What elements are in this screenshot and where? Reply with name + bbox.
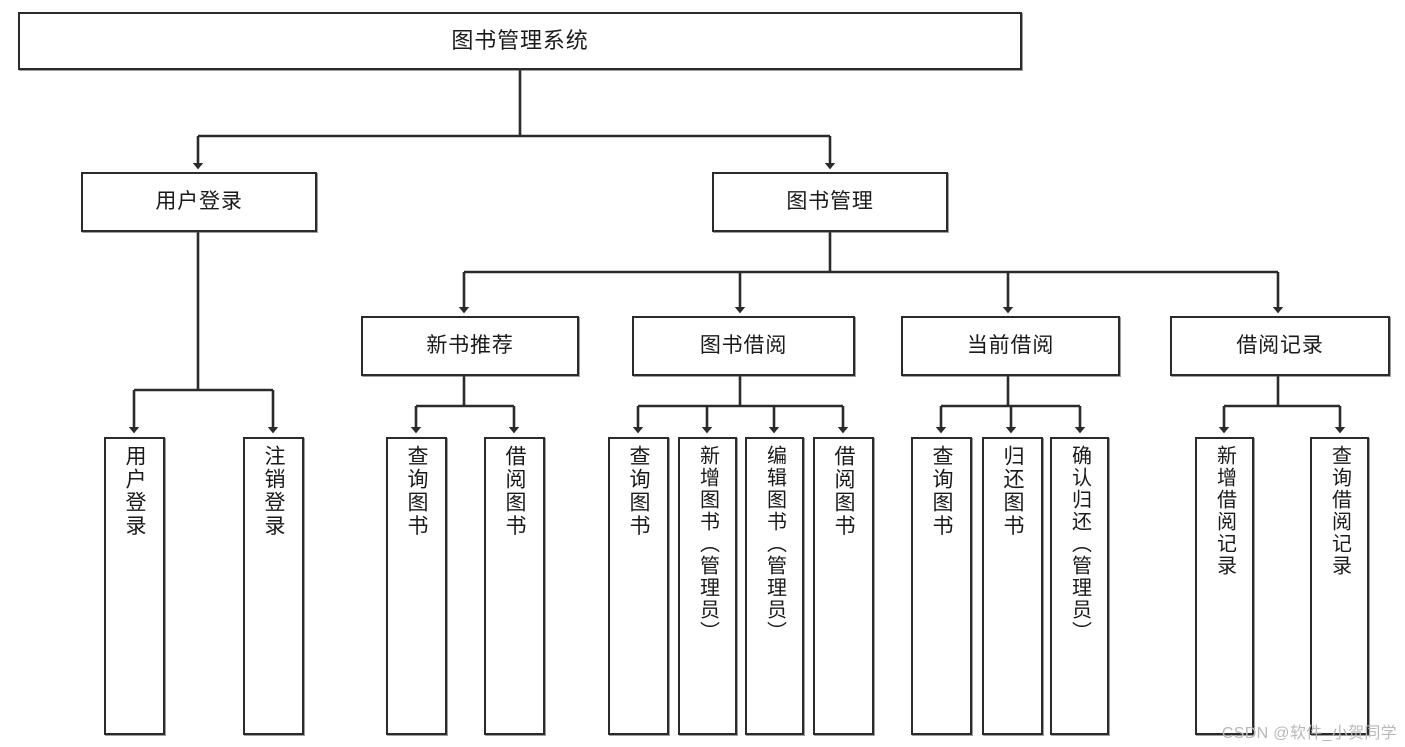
node-book-borrow-label: 图书借阅: [699, 334, 788, 358]
node-root-system[interactable]: 图书管理系统: [18, 12, 1022, 70]
node-current-borrow[interactable]: 当前借阅: [901, 316, 1120, 376]
watermark-text: CSDN @软件_小贺同学: [1221, 725, 1397, 742]
node-user-login-label: 用户登录: [155, 190, 243, 214]
leaf-new-book-borrow-label: 借阅图书: [503, 445, 526, 538]
leaf-borrow-record-query-label: 查询借阅记录: [1328, 445, 1351, 577]
leaf-book-borrow-borrow[interactable]: 借阅图书: [813, 437, 874, 735]
node-new-book-recommend[interactable]: 新书推荐: [361, 316, 579, 376]
leaf-new-book-query-label: 查询图书: [405, 445, 428, 538]
leaf-borrow-record-query[interactable]: 查询借阅记录: [1310, 437, 1369, 735]
node-borrow-record[interactable]: 借阅记录: [1170, 316, 1390, 376]
leaf-book-borrow-add-label: 新增图书（管理员）: [696, 445, 719, 643]
node-user-login[interactable]: 用户登录: [81, 172, 317, 232]
leaf-book-borrow-edit[interactable]: 编辑图书（管理员）: [745, 437, 804, 735]
leaf-new-book-borrow[interactable]: 借阅图书: [484, 437, 545, 735]
leaf-new-book-query[interactable]: 查询图书: [386, 437, 447, 735]
leaf-current-borrow-confirm[interactable]: 确认归还（管理员）: [1050, 437, 1109, 735]
leaf-book-borrow-query[interactable]: 查询图书: [608, 437, 669, 735]
leaf-book-borrow-query-label: 查询图书: [627, 445, 650, 538]
leaf-current-borrow-query[interactable]: 查询图书: [911, 437, 972, 735]
node-root-label: 图书管理系统: [451, 27, 589, 53]
leaf-current-borrow-return[interactable]: 归还图书: [982, 437, 1043, 735]
leaf-current-borrow-query-label: 查询图书: [930, 445, 953, 538]
node-book-management-label: 图书管理: [786, 190, 874, 214]
node-borrow-record-label: 借阅记录: [1236, 334, 1324, 358]
leaf-borrow-record-add[interactable]: 新增借阅记录: [1195, 437, 1254, 735]
leaf-book-borrow-edit-label: 编辑图书（管理员）: [763, 445, 786, 643]
leaf-current-borrow-return-label: 归还图书: [1001, 445, 1024, 538]
node-book-borrow[interactable]: 图书借阅: [632, 316, 855, 376]
node-new-book-recommend-label: 新书推荐: [426, 334, 514, 358]
leaf-user-login-logout-label: 注销登录: [262, 445, 285, 538]
node-book-management[interactable]: 图书管理: [712, 172, 948, 232]
leaf-user-login-login-label: 用户登录: [123, 445, 146, 538]
leaf-user-login-login[interactable]: 用户登录: [104, 437, 165, 735]
leaf-current-borrow-confirm-label: 确认归还（管理员）: [1068, 445, 1091, 643]
node-current-borrow-label: 当前借阅: [966, 334, 1055, 358]
leaf-book-borrow-add[interactable]: 新增图书（管理员）: [678, 437, 737, 735]
leaf-book-borrow-borrow-label: 借阅图书: [832, 445, 855, 538]
leaf-user-login-logout[interactable]: 注销登录: [243, 437, 304, 735]
leaf-borrow-record-add-label: 新增借阅记录: [1213, 445, 1236, 577]
